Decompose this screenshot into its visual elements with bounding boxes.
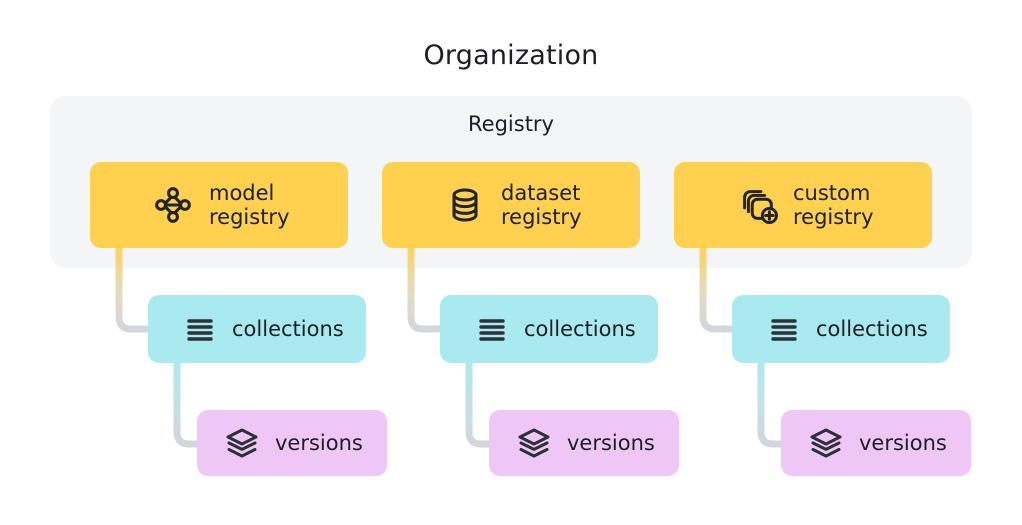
collections-card-custom[interactable]: collections — [732, 295, 950, 363]
versions-card-model[interactable]: versions — [197, 410, 387, 476]
registry-card-dataset[interactable]: dataset registry — [382, 162, 640, 248]
registry-card-label: custom registry — [793, 180, 874, 229]
layers-icon — [809, 426, 843, 460]
versions-card-dataset[interactable]: versions — [489, 410, 679, 476]
registry-title: Registry — [468, 112, 554, 136]
collections-card-label: collections — [524, 316, 636, 341]
versions-card-label: versions — [275, 430, 363, 455]
collections-card-model[interactable]: collections — [148, 295, 366, 363]
collections-card-label: collections — [816, 316, 928, 341]
versions-card-custom[interactable]: versions — [781, 410, 971, 476]
registry-card-custom[interactable]: custom registry — [674, 162, 932, 248]
layers-icon — [225, 426, 259, 460]
registry-card-model[interactable]: model registry — [90, 162, 348, 248]
stacked-squares-plus-icon — [736, 184, 778, 226]
layers-icon — [517, 426, 551, 460]
registry-card-label: model registry — [209, 180, 290, 229]
versions-card-label: versions — [859, 430, 947, 455]
organization-title: Organization — [423, 40, 599, 71]
list-lines-icon — [184, 313, 216, 345]
registry-card-label: dataset registry — [501, 180, 582, 229]
collections-card-dataset[interactable]: collections — [440, 295, 658, 363]
node-graph-icon — [152, 184, 194, 226]
list-lines-icon — [476, 313, 508, 345]
database-cylinder-icon — [444, 184, 486, 226]
list-lines-icon — [768, 313, 800, 345]
versions-card-label: versions — [567, 430, 655, 455]
collections-card-label: collections — [232, 316, 344, 341]
